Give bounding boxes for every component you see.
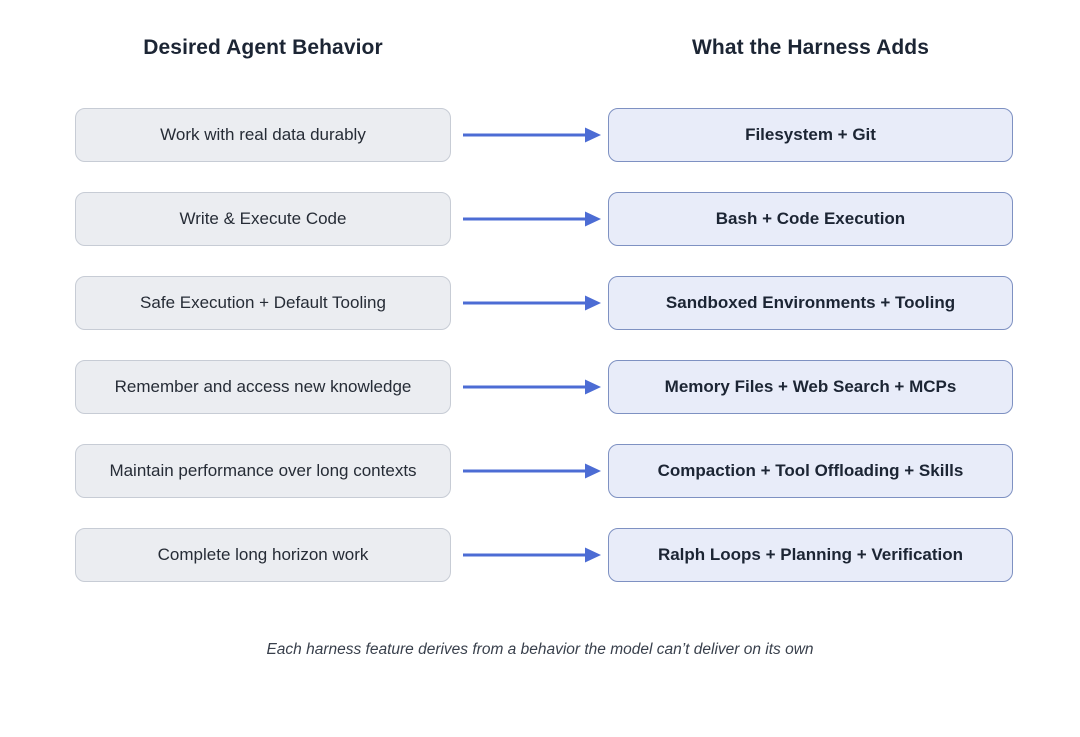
harness-box: Sandboxed Environments + Tooling	[608, 276, 1013, 330]
behavior-box: Complete long horizon work	[75, 528, 451, 582]
right-arrow-icon	[463, 379, 601, 395]
arrow-cell	[451, 192, 608, 246]
arrow-cell	[451, 108, 608, 162]
diagram-row: Safe Execution + Default Tooling Sandbox…	[75, 276, 1013, 330]
left-column-header: Desired Agent Behavior	[143, 36, 383, 59]
behavior-box: Remember and access new knowledge	[75, 360, 451, 414]
behavior-box: Safe Execution + Default Tooling	[75, 276, 451, 330]
behavior-box: Maintain performance over long contexts	[75, 444, 451, 498]
right-arrow-icon	[463, 211, 601, 227]
arrow-cell	[451, 276, 608, 330]
arrow-cell	[451, 360, 608, 414]
arrow-cell	[451, 528, 608, 582]
behavior-box: Work with real data durably	[75, 108, 451, 162]
diagram-row: Remember and access new knowledge Memory…	[75, 360, 1013, 414]
column-headers: Desired Agent Behavior What the Harness …	[75, 36, 1013, 60]
footer-caption: Each harness feature derives from a beha…	[266, 641, 814, 658]
harness-box: Compaction + Tool Offloading + Skills	[608, 444, 1013, 498]
right-arrow-icon	[463, 463, 601, 479]
right-arrow-icon	[463, 547, 601, 563]
harness-box: Memory Files + Web Search + MCPs	[608, 360, 1013, 414]
right-column-header: What the Harness Adds	[691, 36, 930, 59]
harness-box: Bash + Code Execution	[608, 192, 1013, 246]
arrow-cell	[451, 444, 608, 498]
harness-box: Filesystem + Git	[608, 108, 1013, 162]
mapping-rows: Work with real data durably Filesystem +…	[75, 108, 1013, 612]
right-arrow-icon	[463, 295, 601, 311]
right-arrow-icon	[463, 127, 601, 143]
diagram-row: Maintain performance over long contexts …	[75, 444, 1013, 498]
diagram-row: Work with real data durably Filesystem +…	[75, 108, 1013, 162]
diagram-row: Complete long horizon work Ralph Loops +…	[75, 528, 1013, 582]
harness-box: Ralph Loops + Planning + Verification	[608, 528, 1013, 582]
behavior-box: Write & Execute Code	[75, 192, 451, 246]
diagram-row: Write & Execute Code Bash + Code Executi…	[75, 192, 1013, 246]
